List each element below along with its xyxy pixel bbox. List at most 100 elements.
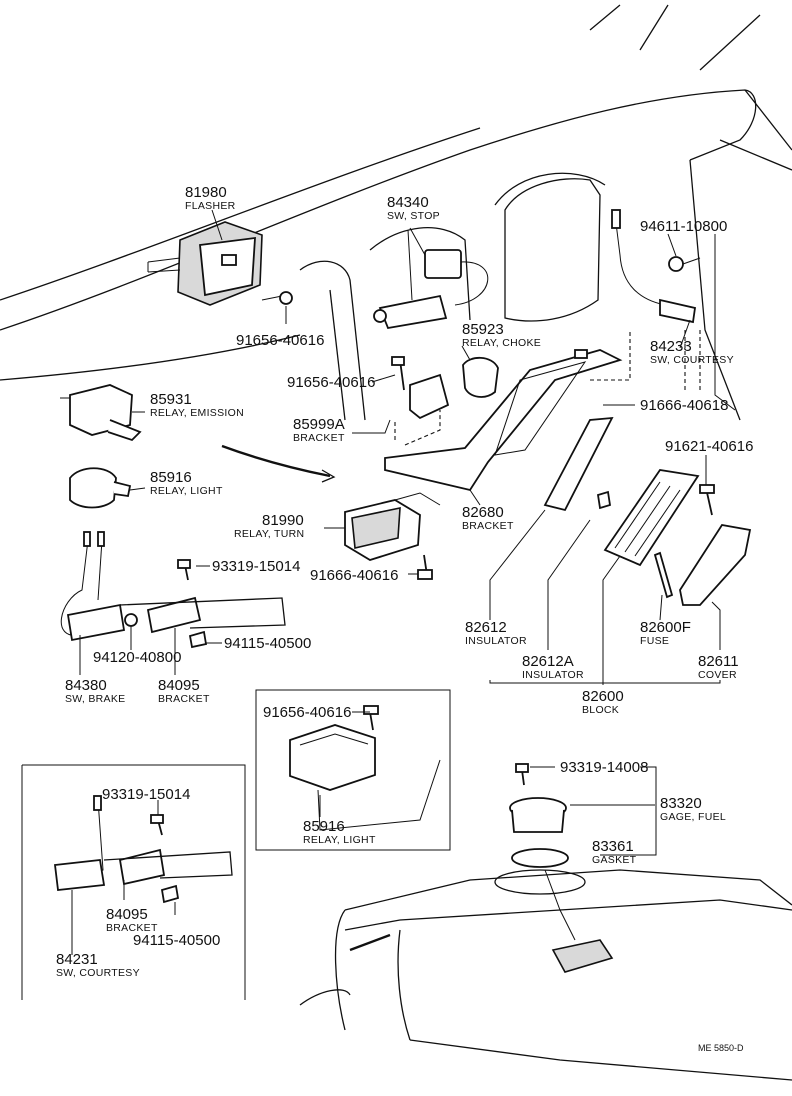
part-number: 85999A: [293, 416, 345, 433]
direction-arrow: [221, 444, 336, 483]
part-number: 85931: [150, 391, 192, 408]
part-number: 82680: [462, 504, 504, 521]
part-label-83320: 83320 GAGE, FUEL: [660, 795, 726, 823]
part-label-85916-b: 85916 RELAY, LIGHT: [303, 818, 376, 846]
part-label-84233: 84233 SW, COURTESY: [650, 338, 734, 366]
part-number: 84380: [65, 677, 107, 694]
part-label-82612: 82612 INSULATOR: [465, 619, 527, 647]
flasher-part: [147, 221, 293, 306]
brake-switch-part: [60, 531, 286, 649]
part-number: 81980: [185, 184, 227, 201]
part-label-84380: 84380 SW, BRAKE: [65, 677, 125, 705]
part-name: BRACKET: [462, 520, 514, 532]
part-name: RELAY, CHOKE: [462, 337, 541, 349]
part-name: SW, STOP: [387, 210, 440, 222]
light-relay-part: [69, 467, 132, 509]
part-label-82600f: 82600F FUSE: [640, 619, 691, 647]
part-name: BRACKET: [158, 693, 210, 705]
part-number: 94120-40800: [93, 649, 181, 666]
courtesy-switch-part: [611, 209, 701, 324]
part-label-91666-b: 91666-40616: [310, 567, 398, 584]
part-number: 93319-15014: [212, 558, 300, 575]
part-label-84231: 84231 SW, COURTESY: [56, 951, 140, 979]
part-name: RELAY, LIGHT: [150, 485, 223, 497]
part-label-91621: 91621-40616: [665, 438, 753, 455]
part-number: 91656-40616: [236, 332, 324, 349]
part-number: 81990: [262, 512, 304, 529]
part-number: 82611: [698, 653, 739, 670]
drawing-reference: ME 5850-D: [698, 1043, 744, 1053]
turn-relay-part: [344, 492, 441, 561]
part-number: 91656-40616: [263, 704, 351, 721]
part-number: 85923: [462, 321, 504, 338]
bracket-85999a-part: [391, 356, 450, 420]
part-name: FUSE: [640, 635, 669, 647]
part-number: 82600F: [640, 619, 691, 636]
part-number: 82612: [465, 619, 507, 636]
part-name: COVER: [698, 669, 737, 681]
part-label-85916-a: 85916 RELAY, LIGHT: [150, 469, 223, 497]
part-name: BRACKET: [106, 922, 158, 934]
part-number: 82600: [582, 688, 624, 705]
fuel-tank-part: [299, 763, 792, 1081]
part-name: BRACKET: [293, 432, 345, 444]
part-number: 84095: [106, 906, 148, 923]
leader-lines: [71, 209, 736, 955]
part-label-94120: 94120-40800: [93, 649, 181, 666]
part-label-94115-a: 94115-40500: [224, 635, 311, 652]
part-number: 94611-10800: [640, 218, 727, 235]
part-number: 94115-40500: [224, 635, 311, 652]
part-name: RELAY, EMISSION: [150, 407, 244, 419]
part-number: 91666-40616: [310, 567, 398, 584]
part-label-84340: 84340 SW, STOP: [387, 194, 440, 222]
part-number: 83361: [592, 838, 634, 855]
part-label-84095-b: 84095 BRACKET: [106, 906, 158, 934]
stop-switch-part: [373, 229, 489, 330]
part-label-81980: 81980 FLASHER: [185, 184, 236, 212]
part-number: 84095: [158, 677, 200, 694]
part-number: 82612A: [522, 653, 574, 670]
part-label-91666-a: 91666-40618: [640, 397, 728, 414]
part-number: 91621-40616: [665, 438, 753, 455]
fuse-block-assembly: [543, 416, 752, 606]
part-number: 85916: [150, 469, 192, 486]
part-label-93319-c: 93319-14008: [560, 759, 648, 776]
part-number: 93319-14008: [560, 759, 648, 776]
part-label-93319-b: 93319-15014: [102, 786, 190, 803]
part-name: INSULATOR: [465, 635, 527, 647]
emission-relay-part: [60, 384, 142, 442]
bracket-82680-part: [384, 349, 623, 492]
part-number: 91656-40616: [287, 374, 375, 391]
part-number: 93319-15014: [102, 786, 190, 803]
part-label-91656-a: 91656-40616: [236, 332, 324, 349]
part-label-85931: 85931 RELAY, EMISSION: [150, 391, 244, 419]
choke-relay-part: [462, 356, 499, 398]
part-name: RELAY, TURN: [234, 528, 304, 540]
part-number: 83320: [660, 795, 702, 812]
part-number: 84340: [387, 194, 429, 211]
part-name: SW, COURTESY: [650, 354, 734, 366]
part-number: 85916: [303, 818, 345, 835]
part-label-82600: 82600 BLOCK: [582, 688, 624, 716]
part-number: 91666-40618: [640, 397, 728, 414]
part-name: SW, BRAKE: [65, 693, 125, 705]
part-label-93319-a: 93319-15014: [212, 558, 300, 575]
part-name: GASKET: [592, 854, 637, 866]
part-name: INSULATOR: [522, 669, 584, 681]
part-label-85923: 85923 RELAY, CHOKE: [462, 321, 541, 349]
part-name: RELAY, LIGHT: [303, 834, 376, 846]
inset-courtesy-switch: [21, 764, 246, 1000]
part-label-82612a: 82612A INSULATOR: [522, 653, 584, 681]
part-name: FLASHER: [185, 200, 236, 212]
dashboard-outline: [0, 4, 792, 421]
part-label-85999a: 85999A BRACKET: [293, 416, 345, 444]
inset-light-relay: [255, 689, 451, 851]
part-number: 94115-40500: [133, 932, 220, 949]
part-label-84095-a: 84095 BRACKET: [158, 677, 210, 705]
part-name: SW, COURTESY: [56, 967, 140, 979]
part-number: 84233: [650, 338, 692, 355]
part-name: GAGE, FUEL: [660, 811, 726, 823]
screw-91666-40616: [417, 554, 433, 580]
